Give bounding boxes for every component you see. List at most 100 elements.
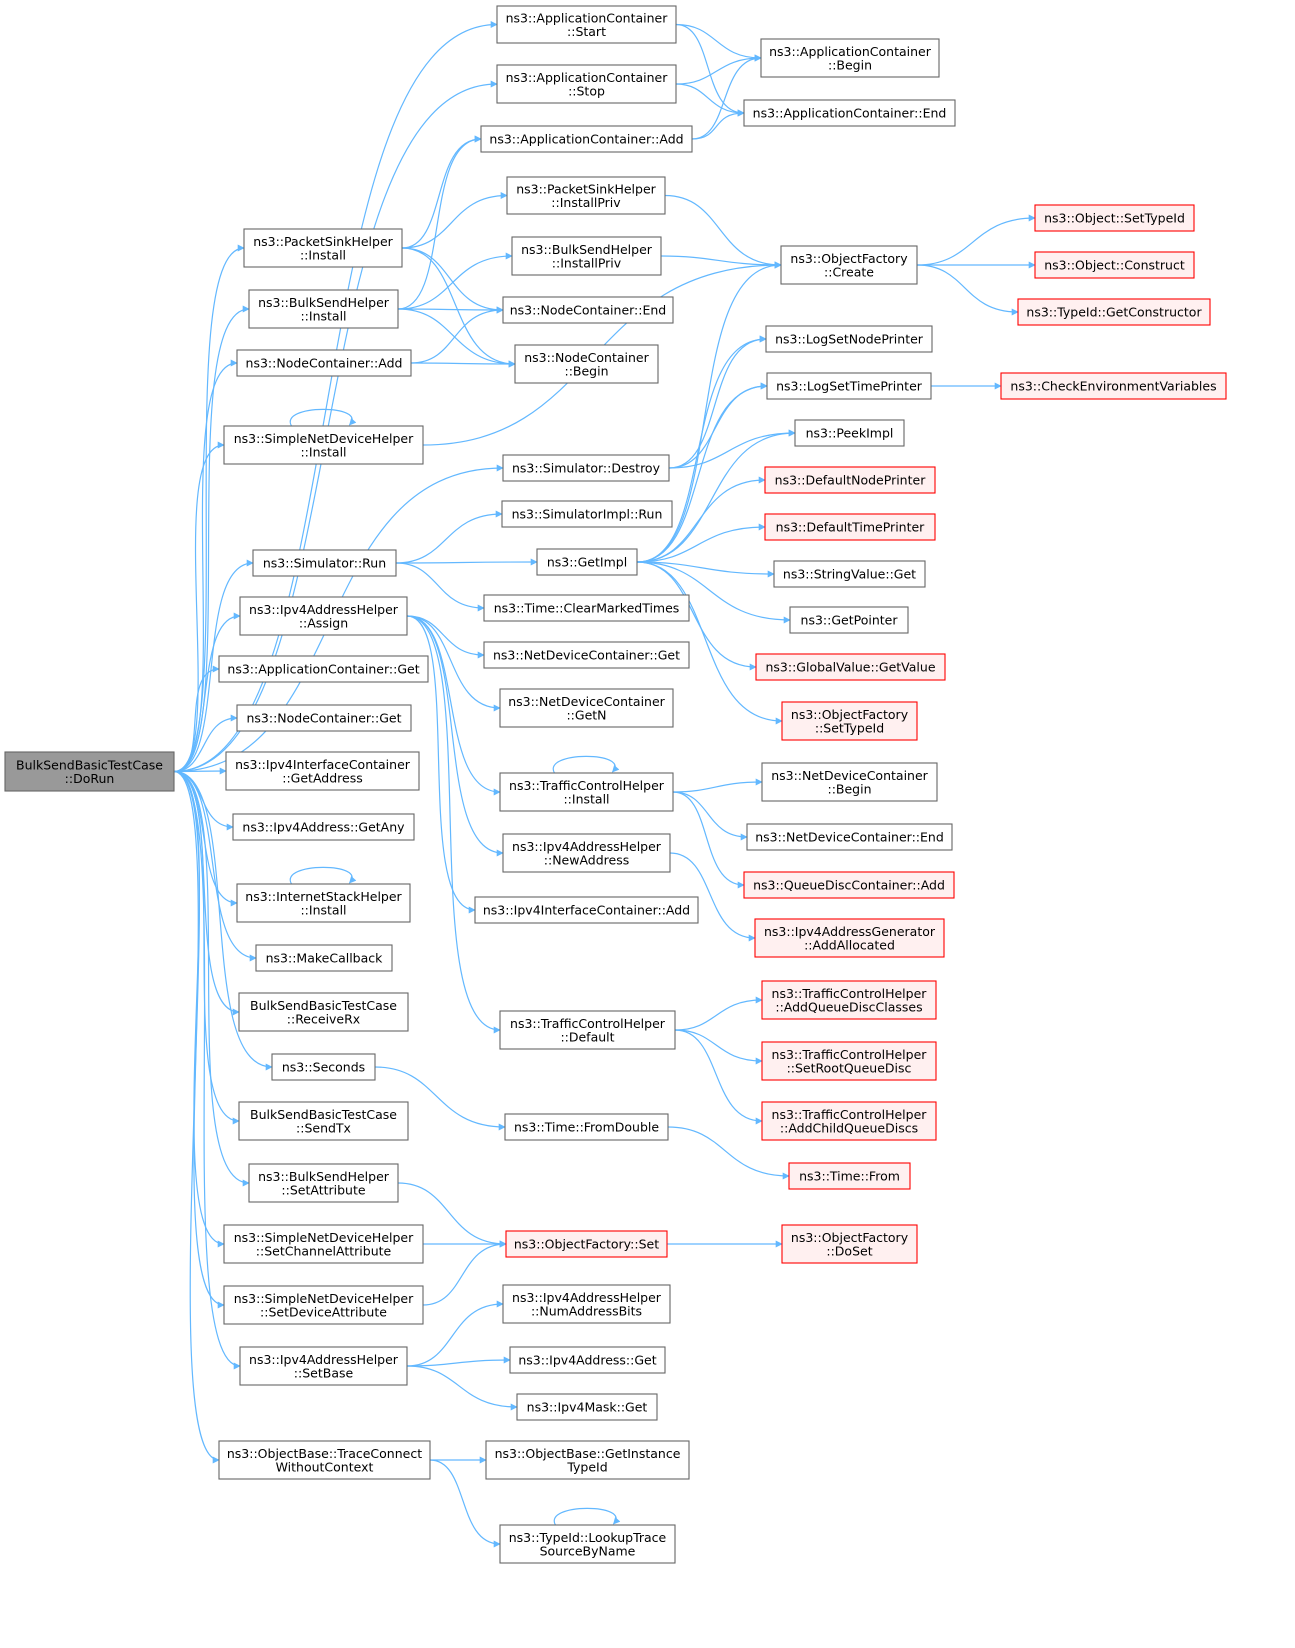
- node-nc-begin[interactable]: ns3::NodeContainer::Begin: [514, 344, 659, 384]
- edge-of-create-to-tid-getctor: [916, 264, 1019, 316]
- node-ac-get[interactable]: ns3::ApplicationContainer::Get: [218, 655, 429, 683]
- node-getptr[interactable]: ns3::GetPointer: [789, 606, 909, 634]
- node-sim-run[interactable]: ns3::Simulator::Run: [252, 549, 397, 577]
- node-ipv4-getany[interactable]: ns3::Ipv4Address::GetAny: [232, 813, 415, 841]
- edge-tch-install-to-ndc-begin: [672, 778, 763, 793]
- node-of-doset[interactable]: ns3::ObjectFactory::DoSet: [781, 1224, 918, 1264]
- node-label-line: ::Begin: [828, 57, 872, 72]
- node-ipv4mask-get[interactable]: ns3::Ipv4Mask::Get: [516, 1393, 658, 1421]
- node-box: [511, 236, 662, 276]
- edge-root-to-ob-tcwc: [173, 770, 220, 1464]
- node-time-cmt[interactable]: ns3::Time::ClearMarkedTimes: [483, 594, 690, 622]
- node-nc-add[interactable]: ns3::NodeContainer::Add: [236, 349, 412, 377]
- node-bsh-setattr[interactable]: ns3::BulkSendHelper::SetAttribute: [248, 1163, 399, 1203]
- node-ipv4ag-addalloc[interactable]: ns3::Ipv4AddressGenerator::AddAllocated: [754, 918, 945, 958]
- node-label-line: ns3::BulkSendHelper: [521, 242, 653, 257]
- node-of-settid[interactable]: ns3::ObjectFactory::SetTypeId: [781, 701, 918, 741]
- node-ac-begin[interactable]: ns3::ApplicationContainer::Begin: [760, 38, 940, 78]
- node-sv-get[interactable]: ns3::StringValue::Get: [773, 560, 926, 588]
- node-box: [794, 419, 905, 447]
- node-sndh-setchattr[interactable]: ns3::SimpleNetDeviceHelper::SetChannelAt…: [223, 1224, 424, 1264]
- node-ac-end[interactable]: ns3::ApplicationContainer::End: [743, 99, 956, 127]
- node-peek[interactable]: ns3::PeekImpl: [794, 419, 905, 447]
- node-tch-aqdc[interactable]: ns3::TrafficControlHelper::AddQueueDiscC…: [761, 980, 937, 1020]
- node-box: [754, 918, 945, 958]
- node-of-create[interactable]: ns3::ObjectFactory::Create: [780, 245, 918, 285]
- node-label-line: ::Install: [300, 247, 346, 262]
- node-ndc-begin[interactable]: ns3::NetDeviceContainer::Begin: [761, 762, 938, 802]
- node-tch-install[interactable]: ns3::TrafficControlHelper::Install: [499, 772, 674, 812]
- node-ipv4ah-nab[interactable]: ns3::Ipv4AddressHelper::NumAddressBits: [502, 1284, 671, 1324]
- node-tch-acqd[interactable]: ns3::TrafficControlHelper::AddChildQueue…: [761, 1101, 937, 1141]
- node-of-set[interactable]: ns3::ObjectFactory::Set: [505, 1230, 668, 1258]
- node-tid-getctor[interactable]: ns3::TypeId::GetConstructor: [1017, 298, 1211, 326]
- node-box: [780, 245, 918, 285]
- node-ipv4ah-setbase[interactable]: ns3::Ipv4AddressHelper::SetBase: [239, 1346, 408, 1386]
- node-label-line: BulkSendBasicTestCase: [16, 757, 163, 772]
- node-bstc-tx[interactable]: BulkSendBasicTestCase::SendTx: [238, 1101, 409, 1141]
- node-box: [485, 1440, 690, 1480]
- node-psh-ip[interactable]: ns3::PacketSinkHelper::InstallPriv: [506, 176, 666, 215]
- node-bsh-i[interactable]: ns3::BulkSendHelper::Install: [248, 289, 399, 329]
- node-getimpl[interactable]: ns3::GetImpl: [536, 548, 638, 576]
- node-box: [271, 1053, 376, 1081]
- node-ac-add[interactable]: ns3::ApplicationContainer::Add: [480, 125, 693, 153]
- node-root[interactable]: BulkSendBasicTestCase::DoRun: [4, 751, 175, 792]
- node-box: [761, 762, 938, 802]
- node-ipv4ah-assign[interactable]: ns3::Ipv4AddressHelper::Assign: [239, 596, 408, 636]
- edge-sim-destroy-to-peek: [668, 429, 796, 469]
- node-ndc-getn[interactable]: ns3::NetDeviceContainer::GetN: [499, 688, 674, 728]
- node-ipv4ah-newaddr[interactable]: ns3::Ipv4AddressHelper::NewAddress: [502, 833, 671, 873]
- node-label-line: ::SetChannelAttribute: [256, 1243, 392, 1258]
- node-ndc-get[interactable]: ns3::NetDeviceContainer::Get: [483, 641, 690, 669]
- node-box: [474, 896, 699, 924]
- node-nc-get[interactable]: ns3::NodeContainer::Get: [236, 704, 412, 732]
- node-bstc-rx[interactable]: BulkSendBasicTestCase::ReceiveRx: [238, 992, 409, 1032]
- node-ac-start[interactable]: ns3::ApplicationContainer::Start: [496, 5, 677, 44]
- node-box: [248, 1163, 399, 1203]
- node-ipv4ic-getaddr[interactable]: ns3::Ipv4InterfaceContainer::GetAddress: [225, 751, 420, 791]
- node-gv-getvalue[interactable]: ns3::GlobalValue::GetValue: [755, 653, 946, 681]
- node-label-line: ns3::TrafficControlHelper: [772, 1047, 928, 1062]
- node-lstp[interactable]: ns3::LogSetTimePrinter: [766, 372, 932, 400]
- node-qdc-add[interactable]: ns3::QueueDiscContainer::Add: [743, 871, 955, 899]
- node-makecb[interactable]: ns3::MakeCallback: [255, 944, 393, 972]
- node-ac-stop[interactable]: ns3::ApplicationContainer::Stop: [496, 64, 677, 104]
- node-ob-tcwc[interactable]: ns3::ObjectBase::TraceConnectWithoutCont…: [218, 1440, 431, 1480]
- node-lsnp[interactable]: ns3::LogSetNodePrinter: [765, 325, 933, 353]
- node-o-construct[interactable]: ns3::Object::Construct: [1034, 251, 1195, 279]
- node-o-settid[interactable]: ns3::Object::SetTypeId: [1034, 204, 1195, 232]
- node-dtp[interactable]: ns3::DefaultTimePrinter: [764, 513, 936, 541]
- node-time-from[interactable]: ns3::Time::From: [788, 1162, 911, 1190]
- node-box: [255, 944, 393, 972]
- edge-root-to-ipv4-getany: [173, 770, 234, 831]
- node-cev[interactable]: ns3::CheckEnvironmentVariables: [1000, 372, 1227, 400]
- node-sndh-setdevattr[interactable]: ns3::SimpleNetDeviceHelper::SetDeviceAtt…: [223, 1285, 424, 1325]
- node-ipv4ic-add[interactable]: ns3::Ipv4InterfaceContainer::Add: [474, 896, 699, 924]
- node-time-fromdouble[interactable]: ns3::Time::FromDouble: [504, 1113, 669, 1141]
- node-bsh-ip[interactable]: ns3::BulkSendHelper::InstallPriv: [511, 236, 662, 276]
- node-label-line: ns3::Object::SetTypeId: [1044, 211, 1185, 226]
- node-tch-default[interactable]: ns3::TrafficControlHelper::Default: [499, 1010, 676, 1050]
- node-seconds[interactable]: ns3::Seconds: [271, 1053, 376, 1081]
- node-psh-i[interactable]: ns3::PacketSinkHelper::Install: [243, 228, 403, 268]
- node-label-line: ns3::NetDeviceContainer::Get: [493, 648, 680, 663]
- edge-ipv4ah-setbase-to-ipv4ah-nab: [406, 1300, 504, 1367]
- node-simimpl-run[interactable]: ns3::SimulatorImpl::Run: [501, 500, 673, 528]
- node-box: [1034, 251, 1195, 279]
- node-label-line: ::SendTx: [296, 1120, 351, 1135]
- node-ndc-end[interactable]: ns3::NetDeviceContainer::End: [746, 823, 953, 851]
- edge-getimpl-to-of-settid: [636, 561, 783, 725]
- node-tch-srqd[interactable]: ns3::TrafficControlHelper::SetRootQueueD…: [761, 1041, 937, 1081]
- node-ipv4-get[interactable]: ns3::Ipv4Address::Get: [509, 1346, 666, 1374]
- node-sndh-i[interactable]: ns3::SimpleNetDeviceHelper::Install: [223, 425, 424, 465]
- node-ish-install[interactable]: ns3::InternetStackHelper::Install: [236, 883, 411, 923]
- node-nc-end[interactable]: ns3::NodeContainer::End: [502, 296, 674, 324]
- edge-bsh-i-to-nc-begin: [397, 308, 516, 368]
- node-sim-destroy[interactable]: ns3::Simulator::Destroy: [502, 454, 670, 482]
- node-label-line: ns3::GlobalValue::GetValue: [765, 660, 935, 675]
- node-dnp[interactable]: ns3::DefaultNodePrinter: [764, 466, 936, 494]
- node-box: [223, 1224, 424, 1264]
